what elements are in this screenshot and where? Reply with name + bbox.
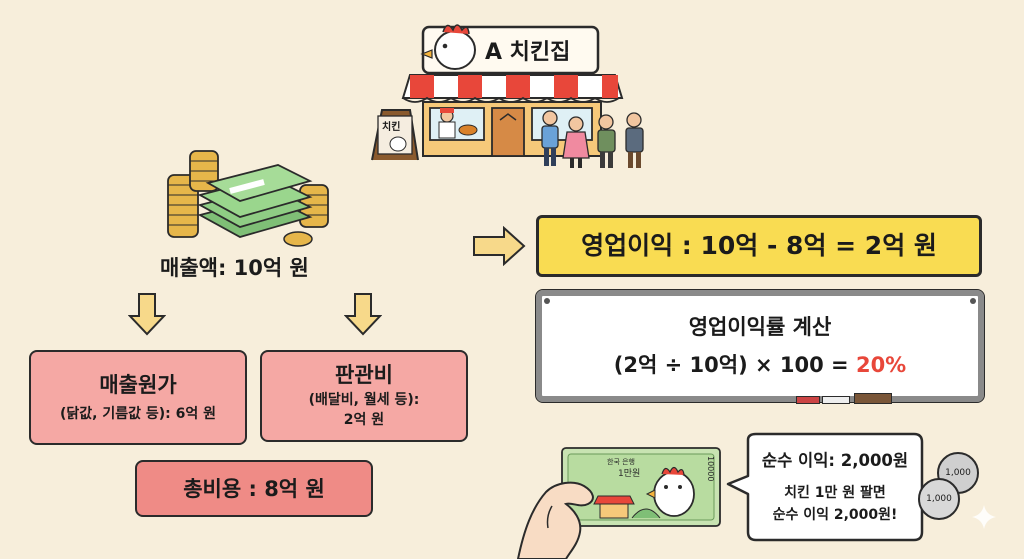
coin-value: 1,000 bbox=[926, 494, 952, 504]
sga-box: 판관비 (배달비, 월세 등): 2억 원 bbox=[260, 350, 468, 442]
coin-icon: 1,000 bbox=[918, 478, 960, 520]
bubble-line-2: 치킨 1만 원 팔면 bbox=[784, 485, 886, 501]
hand-with-banknote-illustration: 한국 은행 1만원 10000 bbox=[516, 447, 721, 559]
whiteboard-screw bbox=[970, 298, 976, 304]
cogs-detail: (닭값, 기름값 등): 6억 원 bbox=[60, 405, 216, 422]
sga-detail-1: (배달비, 월세 등): bbox=[308, 392, 420, 408]
margin-result: 20% bbox=[855, 353, 907, 377]
shop-sign-text: A 치킨집 bbox=[485, 40, 570, 65]
sga-detail-2: 2억 원 bbox=[343, 412, 385, 428]
awning bbox=[401, 74, 624, 103]
cogs-box: 매출원가 (닭값, 기름값 등): 6억 원 bbox=[29, 350, 247, 445]
marker-red bbox=[796, 396, 820, 404]
arrow-right-icon bbox=[473, 226, 526, 266]
shop-board-text: 치킨 bbox=[382, 120, 400, 133]
coin-value: 1,000 bbox=[945, 468, 971, 478]
total-cost-label: 총비용 : 8억 원 bbox=[183, 476, 325, 501]
bill-serial: 한국 은행 bbox=[607, 457, 635, 466]
total-cost-box: 총비용 : 8억 원 bbox=[135, 460, 373, 517]
chicken-mascot-icon bbox=[420, 24, 476, 70]
whiteboard-screw bbox=[544, 298, 550, 304]
money-pile-illustration bbox=[167, 150, 329, 247]
margin-formula: (2억 ÷ 10억) × 100 = bbox=[613, 353, 856, 377]
sparkle-icon bbox=[972, 505, 996, 529]
cogs-title: 매출원가 bbox=[99, 372, 177, 397]
revenue-label: 매출액: 10억 원 bbox=[160, 256, 309, 280]
hand-icon bbox=[516, 481, 594, 559]
bubble-line-1: 순수 이익: 2,000원 bbox=[761, 451, 909, 470]
bill-denomination: 10000 bbox=[706, 456, 715, 481]
marker-white bbox=[822, 396, 850, 404]
customers-queue bbox=[541, 110, 644, 168]
marker-brown bbox=[854, 393, 892, 404]
mini-shop-icon bbox=[593, 495, 661, 519]
arrow-down-icon bbox=[344, 293, 382, 336]
bill-name: 1만원 bbox=[618, 468, 640, 479]
operating-profit-box: 영업이익 : 10억 - 8억 = 2억 원 bbox=[536, 215, 982, 277]
arrow-down-icon bbox=[128, 293, 166, 336]
chicken-mascot-icon bbox=[645, 466, 695, 517]
chicken-shop-illustration: A 치킨집 치킨 bbox=[371, 24, 644, 168]
margin-title: 영업이익률 계산 bbox=[688, 315, 832, 339]
sga-title: 판관비 bbox=[335, 363, 393, 387]
banknote-stack-icon bbox=[197, 164, 313, 238]
marker-tray bbox=[796, 393, 892, 404]
operating-profit-label: 영업이익 : 10억 - 8억 = 2억 원 bbox=[581, 231, 937, 260]
bubble-line-3: 순수 이익 2,000원! bbox=[772, 507, 898, 523]
margin-formula-line: (2억 ÷ 10억) × 100 = 20% bbox=[542, 352, 978, 378]
speech-bubble-shape bbox=[726, 432, 924, 542]
margin-whiteboard: 영업이익률 계산 (2억 ÷ 10억) × 100 = 20% bbox=[535, 289, 985, 403]
